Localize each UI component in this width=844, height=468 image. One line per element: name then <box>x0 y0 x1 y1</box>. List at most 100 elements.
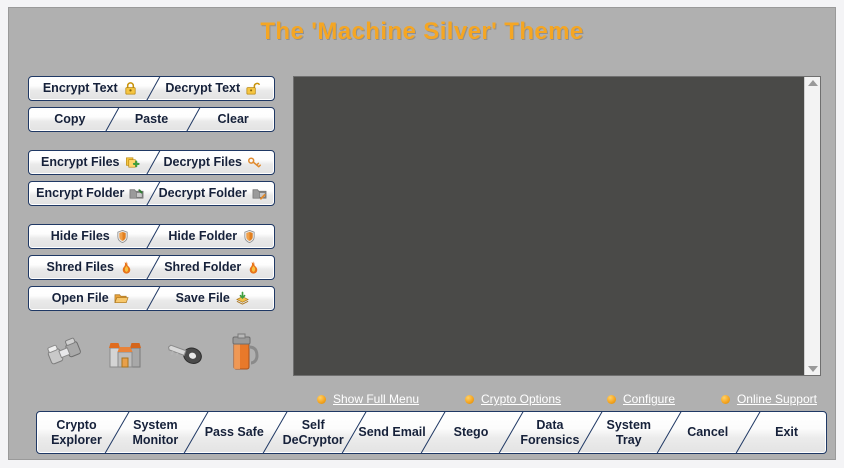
button-label: Shred Folder <box>164 260 242 275</box>
button-label: Save File <box>175 291 230 306</box>
open-save-file-segment-0[interactable]: Open File <box>29 287 152 310</box>
send-email-button[interactable]: Send Email <box>353 412 447 453</box>
save-disk-icon <box>235 291 250 306</box>
button-row-hide-files-folder: Hide Files Hide Folder <box>28 224 275 249</box>
toolbar-label-line2: Tray <box>615 432 642 447</box>
stego-button[interactable]: Stego <box>432 412 526 453</box>
page-title: The 'Machine Silver' Theme <box>260 18 584 45</box>
flame-icon <box>119 260 134 275</box>
scroll-up-icon[interactable] <box>807 80 818 86</box>
flame-icon <box>246 260 261 275</box>
bullet-icon <box>464 394 474 404</box>
folder-lock-icon <box>129 186 144 201</box>
button-label: Shred Files <box>46 260 114 275</box>
hide-files-folder-segment-1[interactable]: Hide Folder <box>152 225 275 248</box>
link-label: Show Full Menu <box>333 392 420 406</box>
encrypt-decrypt-text-segment-0[interactable]: Encrypt Text <box>29 77 152 100</box>
exit-button[interactable]: Exit <box>747 412 826 453</box>
toolbar-label: Send Email <box>358 425 425 439</box>
binoculars-icon <box>35 337 95 369</box>
encrypt-decrypt-text-segment-1[interactable]: Decrypt Text <box>152 77 275 100</box>
keys-icon <box>247 155 262 170</box>
toolbar-label: Stego <box>454 425 489 439</box>
files-add-icon <box>125 155 140 170</box>
button-row-encrypt-decrypt-files: Encrypt Files Decrypt Files <box>28 150 275 175</box>
toolbar-label: Pass Safe <box>205 425 264 439</box>
button-label: Clear <box>217 112 249 127</box>
shred-files-folder-segment-1[interactable]: Shred Folder <box>152 256 275 279</box>
shield-icon <box>115 229 130 244</box>
toolbar-label-line2: Monitor <box>132 432 179 447</box>
bullet-icon <box>606 394 616 404</box>
copy-paste-clear-segment-1[interactable]: Paste <box>111 108 193 131</box>
encrypt-decrypt-files-segment-1[interactable]: Decrypt Files <box>152 151 275 174</box>
open-save-file-segment-1[interactable]: Save File <box>152 287 275 310</box>
bullet-icon <box>720 394 730 404</box>
button-row-open-save-file: Open File Save File <box>28 286 275 311</box>
pass-safe-button[interactable]: Pass Safe <box>195 412 289 453</box>
text-area[interactable] <box>294 77 804 375</box>
link-label: Configure <box>622 392 675 406</box>
folder-unlock-icon <box>252 186 267 201</box>
castle-icon <box>95 335 155 371</box>
button-row-shred-files-folder: Shred Files Shred Folder <box>28 255 275 280</box>
toolbar-label-line2: DeCryptor <box>282 432 344 447</box>
button-label: Hide Folder <box>168 229 238 244</box>
button-label: Decrypt Text <box>165 81 241 96</box>
encrypt-decrypt-folder-segment-1[interactable]: Decrypt Folder <box>152 182 275 205</box>
canister-icon <box>215 333 275 373</box>
toolbar-label-line1: Send Email <box>358 425 426 440</box>
closed-padlock-icon <box>123 81 138 96</box>
encrypt-decrypt-files-segment-0[interactable]: Encrypt Files <box>29 151 152 174</box>
copy-paste-clear-segment-2[interactable]: Clear <box>192 108 274 131</box>
open-padlock-icon <box>245 81 261 96</box>
link-label: Online Support <box>736 392 817 406</box>
scrollbar-track[interactable] <box>805 86 820 366</box>
toolbar-label-line1: Crypto <box>56 418 97 433</box>
text-output-panel[interactable] <box>293 76 821 376</box>
button-label: Hide Files <box>50 229 110 244</box>
encrypt-decrypt-folder-segment-0[interactable]: Encrypt Folder <box>29 182 152 205</box>
cancel-button[interactable]: Cancel <box>668 412 762 453</box>
toolbar-label-line1: System <box>606 418 652 433</box>
open-folder-icon <box>114 291 129 306</box>
decorative-icon-row <box>35 330 275 376</box>
configure-link[interactable]: Configure <box>606 392 675 406</box>
toolbar-label-line1: Data <box>536 418 564 433</box>
button-label: Decrypt Folder <box>158 186 247 201</box>
button-label: Paste <box>134 112 169 127</box>
online-support-link[interactable]: Online Support <box>720 392 817 406</box>
toolbar-label-line2: Forensics <box>520 432 580 447</box>
hide-files-folder-segment-0[interactable]: Hide Files <box>29 225 152 248</box>
button-label: Encrypt Files <box>41 155 120 170</box>
button-row-copy-paste-clear: Copy Paste Clear <box>28 107 275 132</box>
copy-paste-clear-segment-0[interactable]: Copy <box>29 108 111 131</box>
shield-icon <box>242 229 257 244</box>
toolbar-label-line1: Cancel <box>687 425 729 440</box>
toolbar-label: Cancel <box>687 425 728 439</box>
toolbar-label-line2: Explorer <box>51 432 102 447</box>
link-label: Crypto Options <box>480 392 562 406</box>
vertical-scrollbar[interactable] <box>804 77 820 375</box>
show-full-menu-link[interactable]: Show Full Menu <box>317 392 419 406</box>
bullet-icon <box>317 394 326 404</box>
button-label: Open File <box>51 291 109 306</box>
scroll-down-icon[interactable] <box>807 366 818 372</box>
toolbar-label-line1: Exit <box>775 425 799 440</box>
toolbar-label-line1: Pass Safe <box>204 425 264 440</box>
button-label: Encrypt Folder <box>36 186 125 201</box>
button-label: Copy <box>54 112 86 127</box>
button-row-encrypt-decrypt-folder: Encrypt Folder Decrypt Folder <box>28 181 275 206</box>
shred-files-folder-segment-0[interactable]: Shred Files <box>29 256 152 279</box>
crypto-options-link[interactable]: Crypto Options <box>464 392 562 406</box>
